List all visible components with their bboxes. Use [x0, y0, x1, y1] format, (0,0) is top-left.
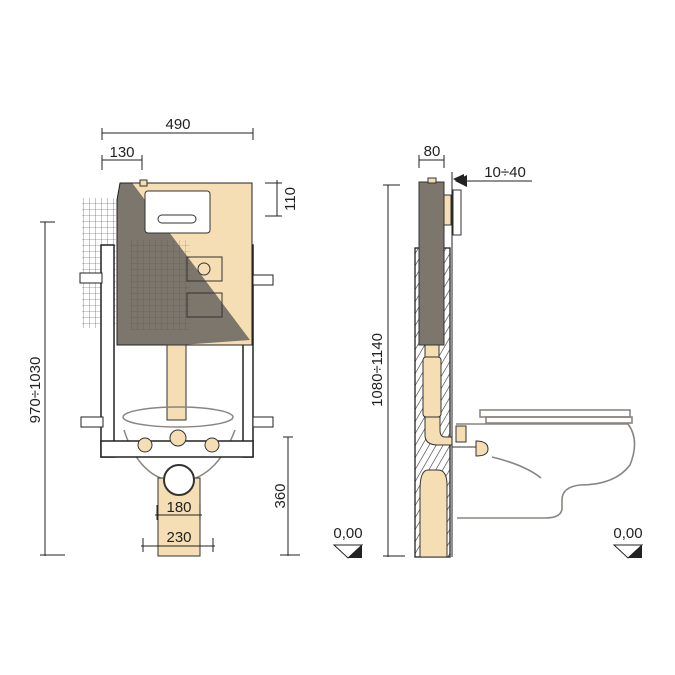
bracket — [79, 272, 103, 284]
mounting-bolt-icon — [475, 440, 489, 457]
floor-level-marker-icon — [348, 545, 362, 558]
cistern-side — [418, 181, 445, 346]
dim-130: 130 — [109, 144, 134, 161]
side-view: 80 10÷40 1080÷1140 0,00 — [369, 143, 644, 559]
dim-10-40: 10÷40 — [484, 164, 526, 181]
bracket — [252, 416, 274, 428]
flush-button-icon — [157, 214, 197, 224]
flush-pipe-side — [422, 356, 442, 418]
dim-1080-1140: 1080÷1140 — [369, 333, 386, 407]
toilet-bowl-side — [456, 409, 636, 519]
floor-level-right: 0,00 — [613, 525, 642, 542]
dim-360: 360 — [272, 483, 289, 508]
dim-110: 110 — [282, 187, 299, 211]
wall-arrow-icon — [455, 175, 467, 187]
front-view: 490 130 110 970÷1030 360 180 230 0,00 — [27, 116, 364, 559]
inlet-fitting — [169, 429, 187, 447]
floor-level-marker-icon — [628, 545, 642, 558]
bracket — [252, 274, 274, 286]
dim-180: 180 — [166, 499, 191, 516]
drain-outlet-ring — [163, 464, 195, 496]
flush-plate-cutout — [144, 190, 211, 234]
floor-level-left: 0,00 — [333, 525, 362, 542]
flush-pipe — [166, 344, 187, 421]
toilet-seat-outline — [122, 406, 234, 428]
dim-80: 80 — [424, 143, 441, 160]
dim-970-1030: 970÷1030 — [27, 357, 44, 424]
dim-490: 490 — [165, 116, 190, 133]
dim-230: 230 — [166, 529, 191, 546]
drain-pipe-side — [419, 469, 448, 558]
bracket — [80, 416, 104, 428]
